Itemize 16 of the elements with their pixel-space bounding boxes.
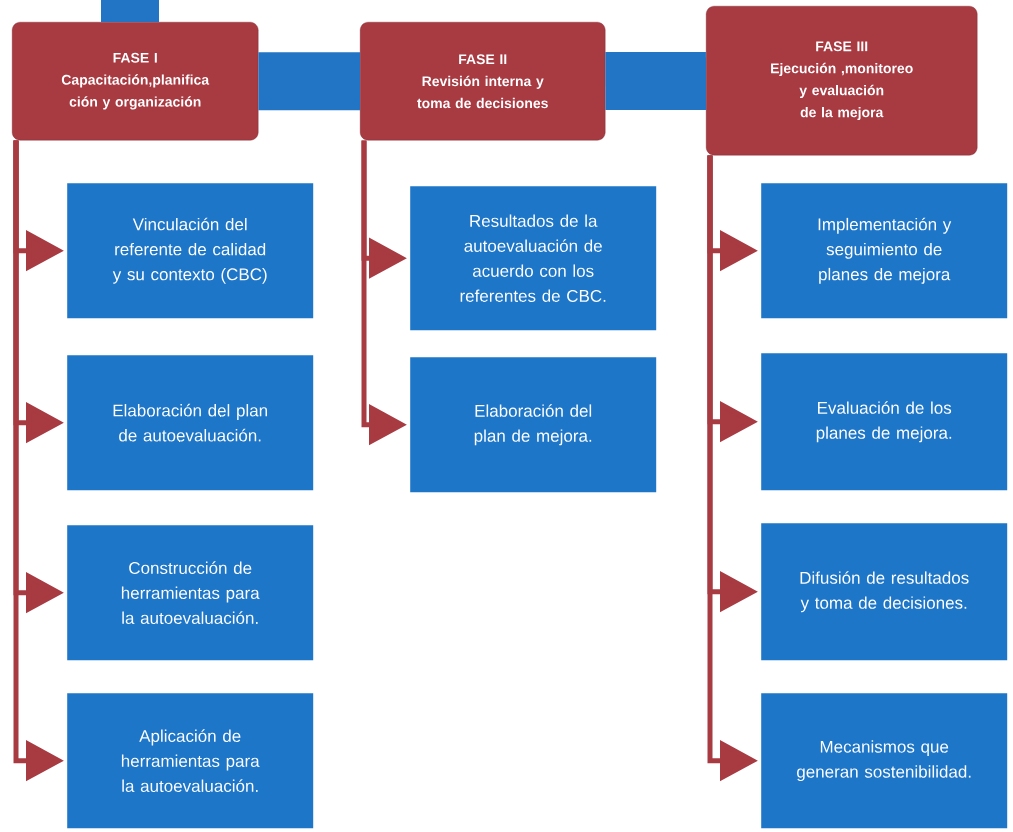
step-box: Difusión de resultados y toma de decisiones. bbox=[761, 523, 1008, 661]
step-box: Evaluación de los planes de mejora. bbox=[761, 353, 1008, 491]
step-box: Elaboración del plan de autoevaluación. bbox=[67, 355, 314, 491]
phase-box: FASE III Ejecución ,monitoreo y evaluación de la mejora bbox=[706, 6, 978, 156]
step-box: Aplicación de herramientas para la autoevaluación. bbox=[67, 693, 314, 829]
step-box: Vinculación del referente de calidad y su contexto (CBC) bbox=[67, 183, 314, 319]
connector-band bbox=[101, 0, 159, 22]
phase-box: FASE I Capacitación,planifica ción y organización bbox=[12, 22, 259, 141]
step-box: Construcción de herramientas para la autoevaluación. bbox=[67, 525, 314, 661]
step-box: Mecanismos que generan sostenibilidad. bbox=[761, 693, 1008, 829]
step-box: Implementación y seguimiento de planes de mejora bbox=[761, 183, 1008, 319]
phase-box: FASE II Revisión interna y toma de decisiones bbox=[360, 22, 606, 141]
connector-band bbox=[605, 51, 706, 111]
step-box: Elaboración del plan de mejora. bbox=[410, 357, 657, 493]
connector-band bbox=[258, 52, 360, 111]
step-box: Resultados de la autoevaluación de acuerdo con los referentes de CBC. bbox=[410, 186, 657, 331]
